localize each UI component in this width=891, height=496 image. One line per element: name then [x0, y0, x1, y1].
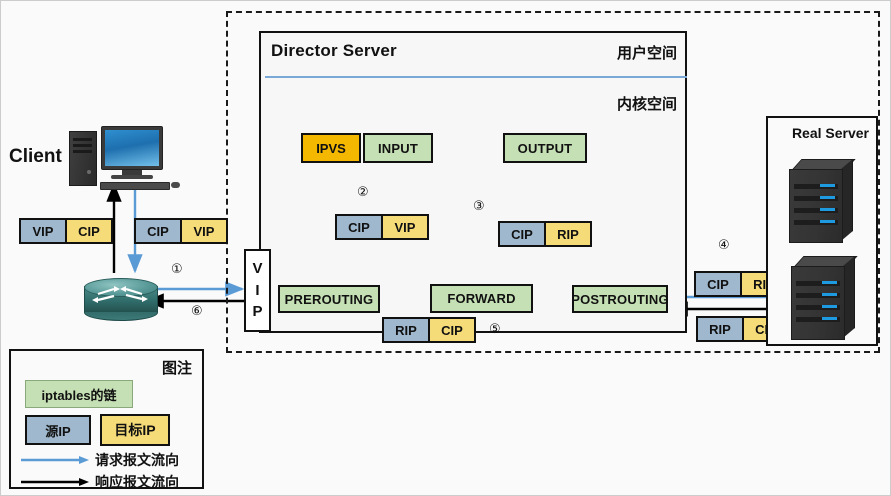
real-server-title: Real Server: [791, 125, 869, 141]
monitor-icon: [101, 126, 163, 170]
ipvs-module[interactable]: IPVS: [301, 133, 361, 163]
packet-dst: RIP: [544, 223, 590, 245]
packet-src: CIP: [337, 216, 381, 238]
packet-src: CIP: [696, 273, 740, 295]
packet-dst: VIP: [381, 216, 427, 238]
legend-response-flow-row: 响应报文流向: [19, 471, 179, 493]
legend-request-flow-row: 请求报文流向: [19, 449, 179, 471]
step-number-2: ②: [357, 185, 369, 200]
step-number-5: ⑤: [489, 322, 501, 337]
packet-src: RIP: [698, 318, 742, 340]
director-server-group: Director Server 用户空间 内核空间: [259, 31, 687, 333]
legend-title: 图注: [161, 360, 192, 377]
legend-panel: 图注 iptables的链 源IP 目标IP 请求报文流向 响应报文流向: [9, 349, 204, 490]
packet-cip-to-rip: CIP RIP: [498, 221, 592, 247]
packet-response-to-client: VIP CIP: [19, 218, 113, 244]
chain-output[interactable]: OUTPUT: [503, 133, 587, 163]
step-number-1: ①: [171, 262, 183, 277]
vip-interface: V I P: [244, 249, 271, 332]
packet-dst: CIP: [428, 319, 474, 341]
client-label: Client: [9, 146, 62, 167]
user-kernel-divider: [265, 76, 687, 78]
kernel-space-label: 内核空间: [616, 96, 677, 113]
packet-request-from-client: CIP VIP: [134, 218, 228, 244]
legend-src-ip-swatch: 源IP: [25, 415, 91, 445]
packet-src: VIP: [21, 220, 65, 242]
outer-dashed-boundary: [226, 11, 880, 353]
keyboard-icon: [100, 182, 170, 190]
user-space-label: 用户空间: [616, 45, 677, 62]
client-workstation: [69, 126, 180, 190]
packet-dst: CIP: [65, 220, 111, 242]
desktop-tower-icon: [69, 131, 97, 186]
real-server-node-1: [789, 158, 856, 243]
router-icon: [84, 278, 158, 321]
response-arrow-icon: [21, 478, 89, 486]
packet-dst: VIP: [180, 220, 226, 242]
legend-response-flow-label: 响应报文流向: [95, 474, 179, 490]
vip-letter-p: P: [252, 303, 263, 321]
legend-chain-swatch: iptables的链: [25, 380, 133, 408]
packet-src: RIP: [384, 319, 428, 341]
packet-rip-to-cip-director: RIP CIP: [382, 317, 476, 343]
vip-letter-v: V: [252, 259, 263, 277]
chain-forward[interactable]: FORWARD: [430, 284, 533, 313]
mouse-icon: [171, 182, 180, 188]
server-body: [791, 266, 845, 340]
packet-rip-to-cip-realserver: RIP CIP: [696, 316, 790, 342]
packet-cip-to-vip: CIP VIP: [335, 214, 429, 240]
chain-postrouting[interactable]: POSTROUTING: [571, 285, 669, 313]
monitor-base: [111, 175, 153, 179]
legend-request-flow-label: 请求报文流向: [95, 452, 179, 468]
monitor-stand: [122, 170, 142, 175]
chain-input[interactable]: INPUT: [363, 133, 433, 163]
chain-prerouting[interactable]: PREROUTING: [278, 285, 380, 313]
step-number-3: ③: [473, 199, 485, 214]
legend-dst-ip-swatch: 目标IP: [100, 414, 170, 446]
real-server-node-2: [791, 255, 858, 340]
packet-src: CIP: [500, 223, 544, 245]
step-number-4: ④: [718, 238, 730, 253]
director-server-title: Director Server: [271, 41, 397, 60]
server-body: [789, 169, 843, 243]
request-arrow-icon: [21, 456, 89, 464]
vip-letter-i: I: [255, 281, 260, 299]
step-number-6: ⑥: [191, 304, 203, 319]
packet-src: CIP: [136, 220, 180, 242]
